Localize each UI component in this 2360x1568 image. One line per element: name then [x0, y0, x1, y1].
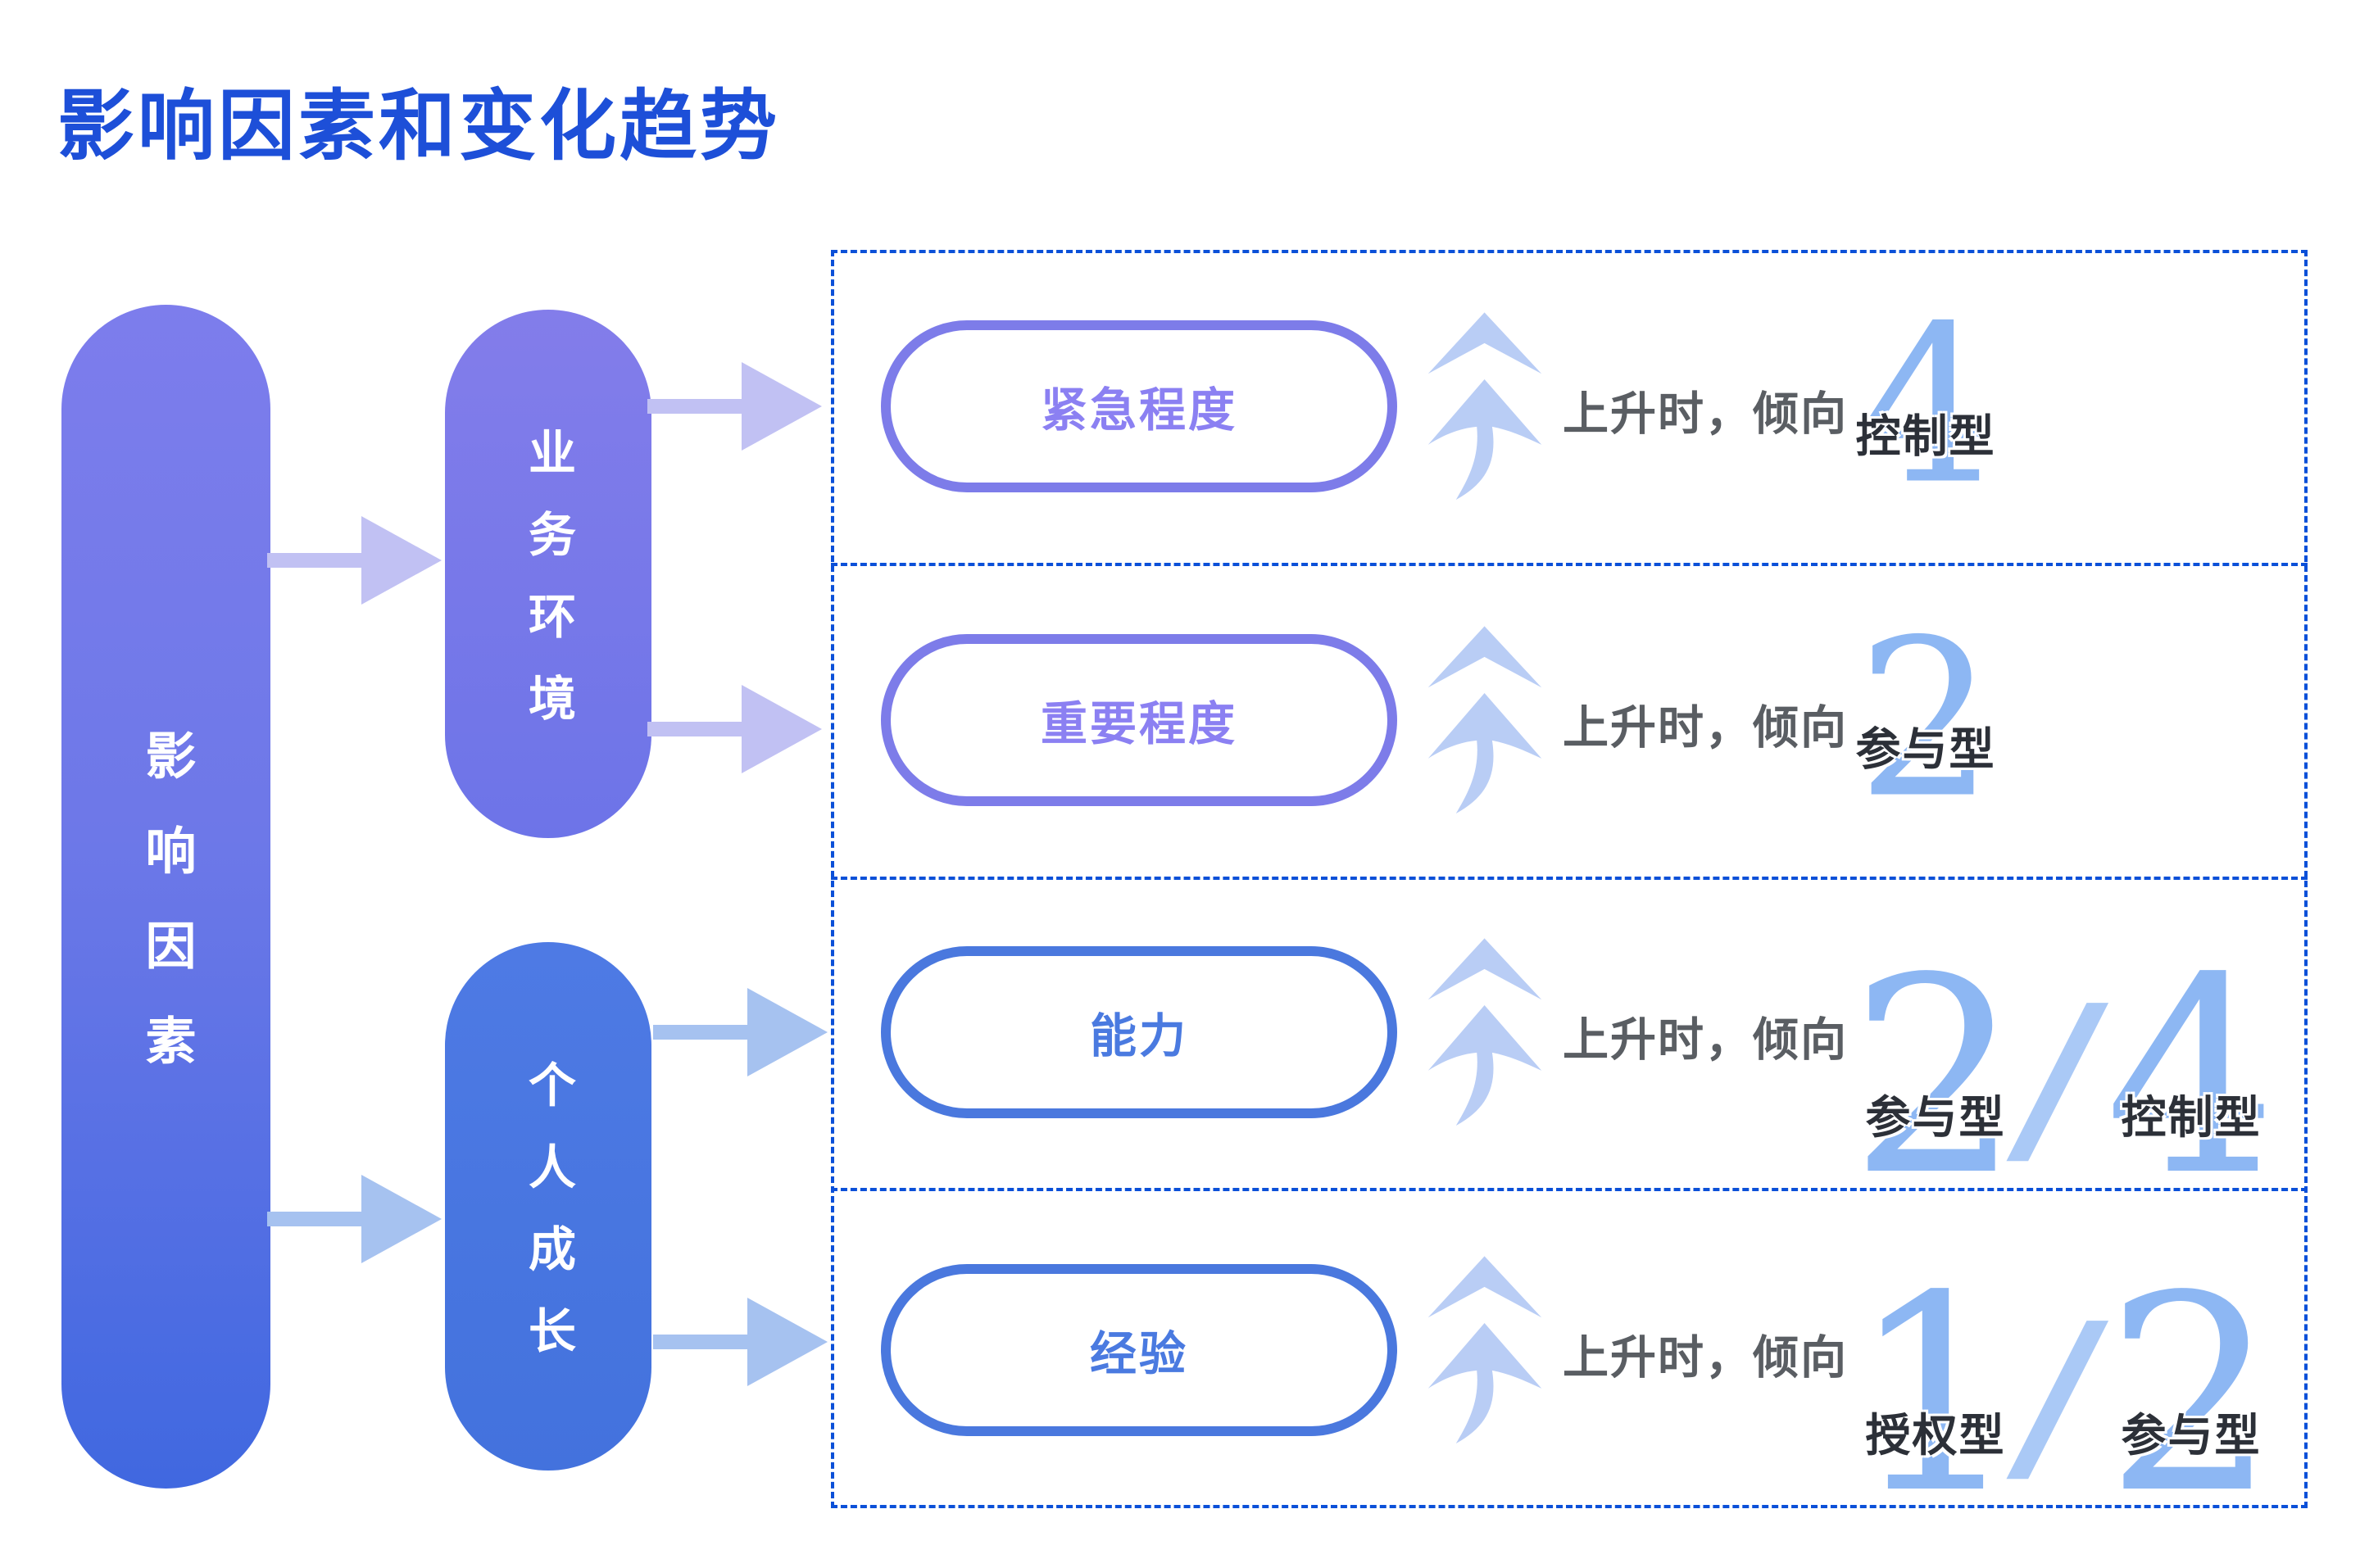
result-group: 4 控制型 — [2105, 942, 2277, 1212]
right-arrow-icon — [647, 362, 822, 451]
factor-label: 能力 — [1090, 1009, 1188, 1063]
style-label: 参与型 — [2121, 1408, 2262, 1462]
factor-capsule: 经验 — [881, 1263, 1397, 1436]
result-group: 4 控制型 — [1855, 279, 1996, 532]
result-group: 1 授权型 — [1849, 1260, 2022, 1530]
branch-pill-personal-growth: 个人成长 — [445, 942, 651, 1471]
up-trend-arrow-icon — [1427, 625, 1542, 813]
factor-label: 紧急程度 — [1041, 383, 1237, 437]
right-arrow-icon — [653, 988, 828, 1076]
style-label: 参与型 — [1865, 1091, 2006, 1144]
right-arrow-icon — [267, 1175, 442, 1263]
trend-row-ability: 能力 上升时，倾向 2 参与型 / 4 控制型 — [831, 877, 2311, 1212]
branch-label-personal-growth: 个人成长 — [520, 1059, 576, 1388]
result-number: 1 — [1849, 1237, 2022, 1552]
style-label: 控制型 — [2121, 1091, 2262, 1144]
up-trend-arrow-icon — [1427, 938, 1542, 1126]
trend-row-experience: 经验 上升时，倾向 1 授权型 / 2 参与型 — [831, 1188, 2311, 1530]
right-arrow-icon — [647, 685, 822, 773]
root-factor-label: 影响因素 — [136, 728, 197, 1109]
right-arrow-icon — [267, 516, 442, 605]
result-number: 2 — [1856, 593, 1995, 845]
trend-row-urgency: 紧急程度 上升时，倾向 4 控制型 — [831, 250, 2311, 563]
result-group: 2 参与型 — [2105, 1260, 2277, 1530]
result-group: 2 参与型 — [1849, 942, 2022, 1212]
right-arrow-icon — [653, 1298, 828, 1386]
factor-label: 重要程度 — [1041, 696, 1237, 751]
factor-capsule: 能力 — [881, 946, 1397, 1118]
branch-pill-business-environment: 业务环境 — [445, 310, 651, 838]
condition-text: 上升时，倾向 — [1563, 1013, 1848, 1067]
row-divider — [831, 1188, 2308, 1191]
page-title: 影响因素和变化趋势 — [57, 82, 781, 171]
trend-row-importance: 重要程度 上升时，倾向 2 参与型 — [831, 563, 2311, 877]
factor-label: 经验 — [1090, 1326, 1188, 1381]
result-number: 2 — [2105, 1237, 2277, 1552]
condition-text: 上升时，倾向 — [1563, 1330, 1848, 1384]
row-divider — [831, 877, 2308, 880]
result-group: 2 参与型 — [1855, 593, 1996, 845]
condition-text: 上升时，倾向 — [1563, 387, 1848, 442]
branch-label-business-environment: 业务环境 — [520, 427, 576, 755]
result-number: 4 — [1856, 279, 1995, 532]
factor-capsule: 紧急程度 — [881, 320, 1397, 492]
style-label: 授权型 — [1865, 1408, 2006, 1462]
up-trend-arrow-icon — [1427, 1255, 1542, 1443]
result-number: 4 — [2105, 920, 2277, 1235]
style-label: 参与型 — [1855, 723, 1996, 776]
style-label: 控制型 — [1855, 410, 1996, 462]
result-separator: / — [2025, 1283, 2095, 1507]
result-separator: / — [2025, 965, 2095, 1190]
row-divider — [831, 563, 2308, 566]
root-factor-pill: 影响因素 — [61, 305, 270, 1489]
result-number: 2 — [1849, 920, 2022, 1235]
up-trend-arrow-icon — [1427, 312, 1542, 501]
condition-text: 上升时，倾向 — [1563, 700, 1848, 755]
factor-capsule: 重要程度 — [881, 633, 1397, 806]
